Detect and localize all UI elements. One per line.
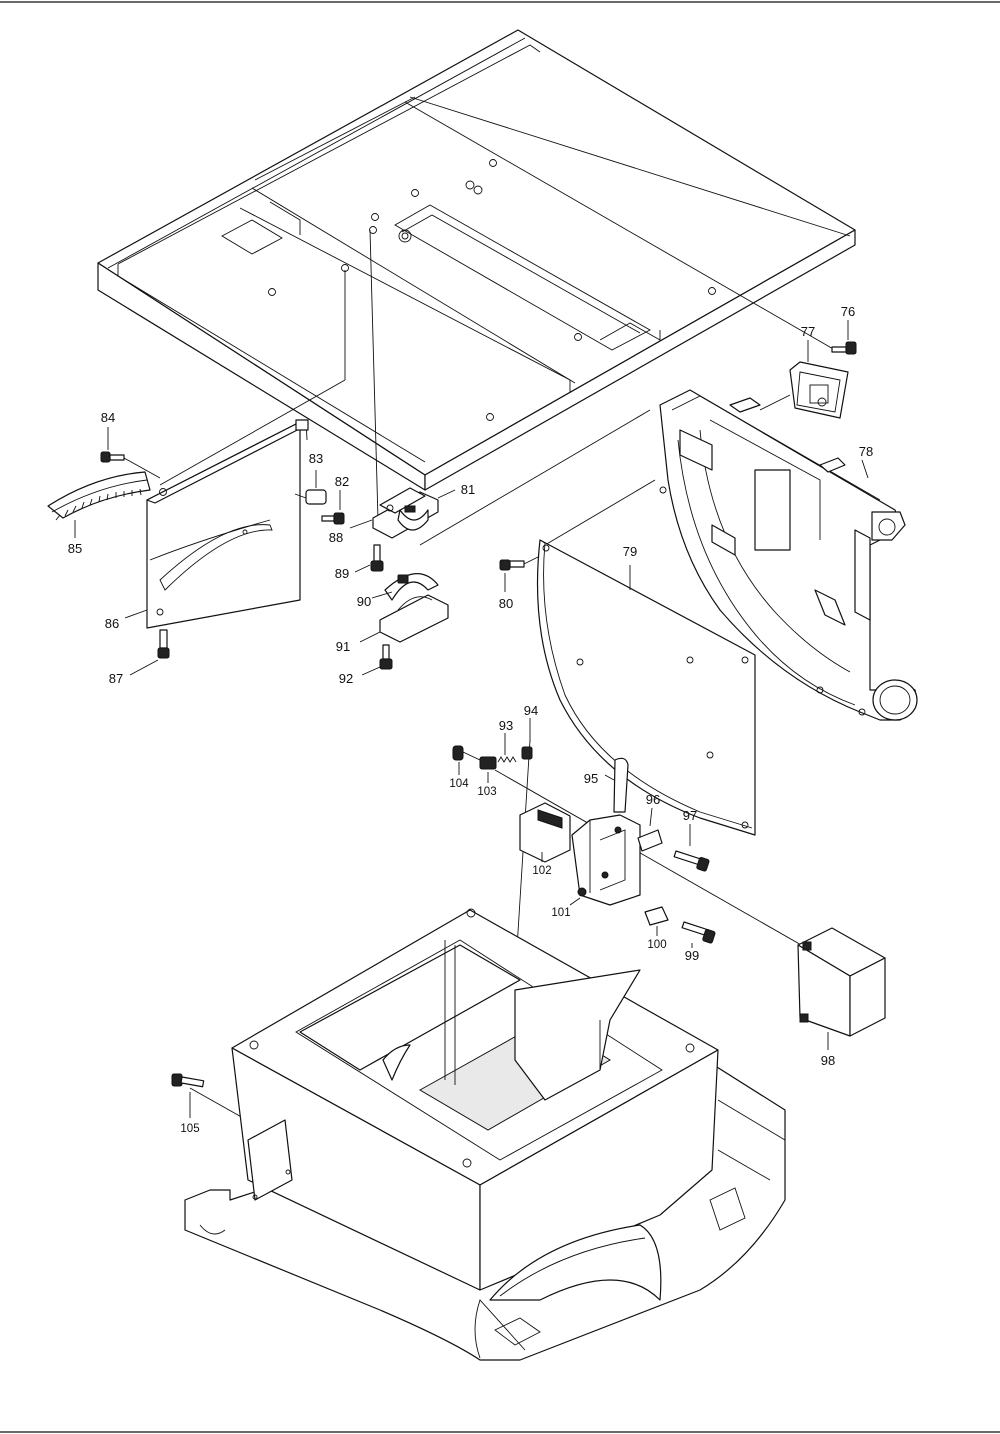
part-76-screw [831,320,857,355]
part-104-knob [452,745,481,775]
label-76: 76 [841,304,855,319]
label-79: 79 [623,544,637,559]
part-84-screw [100,427,161,479]
part-99-screw [681,921,716,948]
part-95-tube [604,757,629,813]
part-101-switch-box [569,814,641,906]
label-83: 83 [309,451,323,466]
label-87: 87 [109,671,123,686]
label-90: 90 [357,594,371,609]
label-100: 100 [647,939,666,951]
label-88: 88 [329,530,343,545]
part-92-screw [361,644,393,676]
label-78: 78 [859,444,873,459]
label-94: 94 [524,703,538,718]
label-99: 99 [685,948,699,963]
part-80-screw [499,555,541,592]
part-94-cap [521,718,533,760]
part-83-clip [294,470,327,505]
part-82-screw [321,490,345,525]
part-103-switch-body [479,756,497,783]
part-labels: 76 77 78 79 80 81 82 83 84 85 86 87 88 8… [68,304,873,1135]
part-100-clip [644,906,669,936]
part-102-switch [519,802,571,863]
part-93-spring [497,733,517,763]
label-95: 95 [584,771,598,786]
part-85-gear-sector [47,471,151,538]
part-86-bevel-plate [124,419,309,629]
part-77-bracket [759,340,849,419]
label-98: 98 [821,1053,835,1068]
label-84: 84 [101,410,115,425]
label-93: 93 [499,718,513,733]
label-82: 82 [335,474,349,489]
label-85: 85 [68,541,82,556]
part-79-cover-plate [536,539,756,836]
label-86: 86 [105,616,119,631]
label-97: 97 [683,808,697,823]
part-96-clip [637,807,663,852]
label-77: 77 [801,324,815,339]
label-80: 80 [499,596,513,611]
part-97-screw [673,824,710,872]
part-78-guard-housing [659,389,918,721]
label-81: 81 [461,482,475,497]
table-top [97,29,856,491]
label-96: 96 [646,792,660,807]
part-91-clamp [359,573,449,643]
part-87-bolt [129,629,170,676]
part-89-screw [354,544,384,573]
part-81-bracket [349,487,456,539]
label-102: 102 [532,865,551,877]
saw-base [184,908,786,1361]
label-104: 104 [449,778,469,790]
part-105-screw [171,1073,205,1118]
label-91: 91 [336,639,350,654]
part-98-cover-box [797,927,886,1050]
label-105: 105 [180,1123,199,1135]
label-89: 89 [335,566,349,581]
label-103: 103 [477,786,496,798]
label-92: 92 [339,671,353,686]
label-101: 101 [551,907,570,919]
